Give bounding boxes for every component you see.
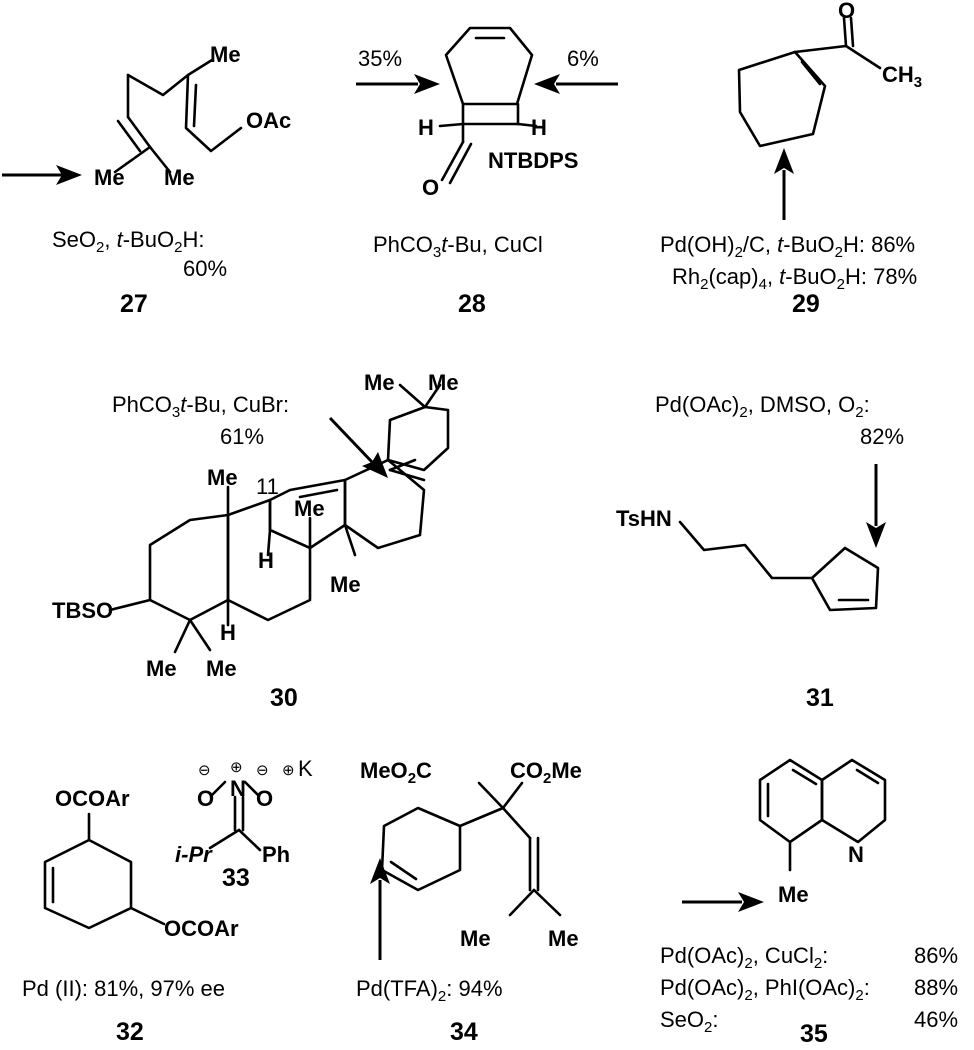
me-label: Me [207, 465, 238, 490]
co2me-label: CO2Me [510, 758, 582, 787]
o-label: O [256, 786, 273, 811]
arrowhead-left [414, 74, 440, 94]
me-label: Me [428, 370, 459, 395]
yield-right: 6% [567, 46, 599, 71]
me-label: Me [778, 882, 809, 907]
conditions-31: Pd(OAc)2, DMSO, O2: [655, 392, 870, 421]
compound-number: 30 [270, 684, 298, 712]
ipr-label: i-Pr [175, 842, 213, 867]
me-label: Me [364, 370, 395, 395]
arrowhead-27 [56, 165, 82, 185]
position-label: 11 [256, 474, 279, 499]
arrowhead-right [534, 74, 560, 94]
compound-number: 28 [458, 290, 486, 318]
conditions-35-r3: SeO2: [660, 1007, 719, 1036]
charge-minus: ⊖ [256, 762, 269, 779]
tshn-label: TsHN [616, 506, 672, 531]
h-label: H [258, 548, 274, 573]
compound-28: 35% 6% H H NTBDPS O PhCO3t-Bu, CuCl 28 [356, 26, 618, 318]
meo2c-label: MeO2C [360, 758, 432, 787]
tbso-label: TBSO [52, 598, 113, 623]
compound-35: N Me Pd(OAc)2, CuCl2: 86% Pd(OAc)2, PhI(… [660, 758, 958, 1048]
arrowhead-34 [370, 858, 390, 884]
conditions-28: PhCO3t-Bu, CuCl [373, 232, 543, 261]
arrowhead-29 [774, 148, 794, 174]
me-label: Me [548, 926, 579, 951]
yield-left: 35% [358, 46, 402, 71]
charge-plus: ⊕ [230, 759, 243, 776]
me-label: Me [206, 656, 237, 681]
conditions-35-r2: Pd(OAc)2, PhI(OAc)2: [660, 975, 870, 1004]
compound-32: OCOAr OCOAr Pd (II): 81%, 97% ee 32 [22, 786, 239, 1046]
h-label: H [418, 115, 434, 140]
o-label: O [197, 786, 214, 811]
ph-label: Ph [262, 842, 290, 867]
compound-27: Me OAc Me Me SeO2, t-BuO2H: 60% 27 [2, 42, 291, 318]
compound-number: 32 [116, 1018, 144, 1046]
ocoar-label: OCOAr [55, 786, 130, 811]
compound-31: Pd(OAc)2, DMSO, O2: 82% TsHN 31 [616, 392, 904, 712]
o-label: O [422, 175, 439, 200]
me-label: Me [460, 926, 491, 951]
structure-34 [380, 781, 562, 917]
structure-32 [43, 812, 166, 930]
compound-number: 31 [806, 684, 834, 712]
me-label: Me [210, 42, 241, 67]
yield-27: 60% [183, 256, 227, 281]
oac-label: OAc [246, 108, 291, 133]
structure-29 [737, 16, 882, 148]
me-label: Me [94, 165, 125, 190]
charge-minus: ⊖ [198, 762, 211, 779]
me-label: Me [146, 656, 177, 681]
conditions-29-line2: Rh2(cap)4, t-BuO2H: 78% [672, 264, 917, 293]
conditions-34: Pd(TFA)2: 94% [356, 976, 503, 1005]
conditions-29-line1: Pd(OH)2/C, t-BuO2H: 86% [660, 232, 915, 261]
yield-31: 82% [860, 424, 904, 449]
conditions-35-r1: Pd(OAc)2, CuCl2: [660, 943, 828, 972]
k-label: K [298, 756, 313, 781]
n-label: N [230, 776, 246, 801]
compound-34: MeO2C CO2Me Me Me Pd(TFA)2: 94% 34 [356, 758, 582, 1046]
yield-35-r1: 86% [914, 943, 958, 968]
arrowhead-31 [866, 522, 886, 548]
compound-number: 29 [792, 290, 820, 318]
h-label: H [531, 115, 547, 140]
yield-35-r3: 46% [914, 1007, 958, 1032]
compound-number: 35 [800, 1020, 828, 1048]
structure-33 [208, 780, 262, 852]
ocoar-label: OCOAr [164, 916, 239, 941]
compound-number: 27 [120, 290, 148, 318]
o-label: O [838, 0, 855, 23]
ch3-label: CH3 [882, 62, 922, 91]
compound-30: PhCO3t-Bu, CuBr: 61% [52, 370, 459, 712]
structure-35 [758, 758, 887, 872]
structure-30 [108, 383, 450, 654]
compound-number: 33 [222, 864, 250, 892]
me-label: Me [330, 572, 361, 597]
structure-31 [678, 520, 880, 612]
yield-30: 61% [220, 424, 264, 449]
charge-plus: ⊕ [282, 762, 295, 779]
conditions-32: Pd (II): 81%, 97% ee [22, 976, 225, 1001]
structure-28 [438, 26, 538, 185]
compound-number: 34 [450, 1018, 478, 1046]
me-label: Me [294, 496, 325, 521]
ntbdps-label: NTBDPS [488, 148, 578, 173]
structure-27 [113, 58, 243, 174]
compound-33: N O O ⊖ ⊕ ⊖ ⊕ K i-Pr Ph 33 [175, 756, 313, 892]
arrowhead-35 [738, 892, 764, 912]
yield-35-r2: 88% [914, 975, 958, 1000]
compound-29: O CH3 Pd(OH)2/C, t-BuO2H: 86% Rh2(cap)4,… [660, 0, 922, 318]
h-label: H [220, 620, 236, 645]
conditions-30: PhCO3t-Bu, CuBr: [112, 392, 289, 421]
conditions-27: SeO2, t-BuO2H: [52, 227, 204, 256]
me-label: Me [164, 165, 195, 190]
n-label: N [848, 842, 864, 867]
